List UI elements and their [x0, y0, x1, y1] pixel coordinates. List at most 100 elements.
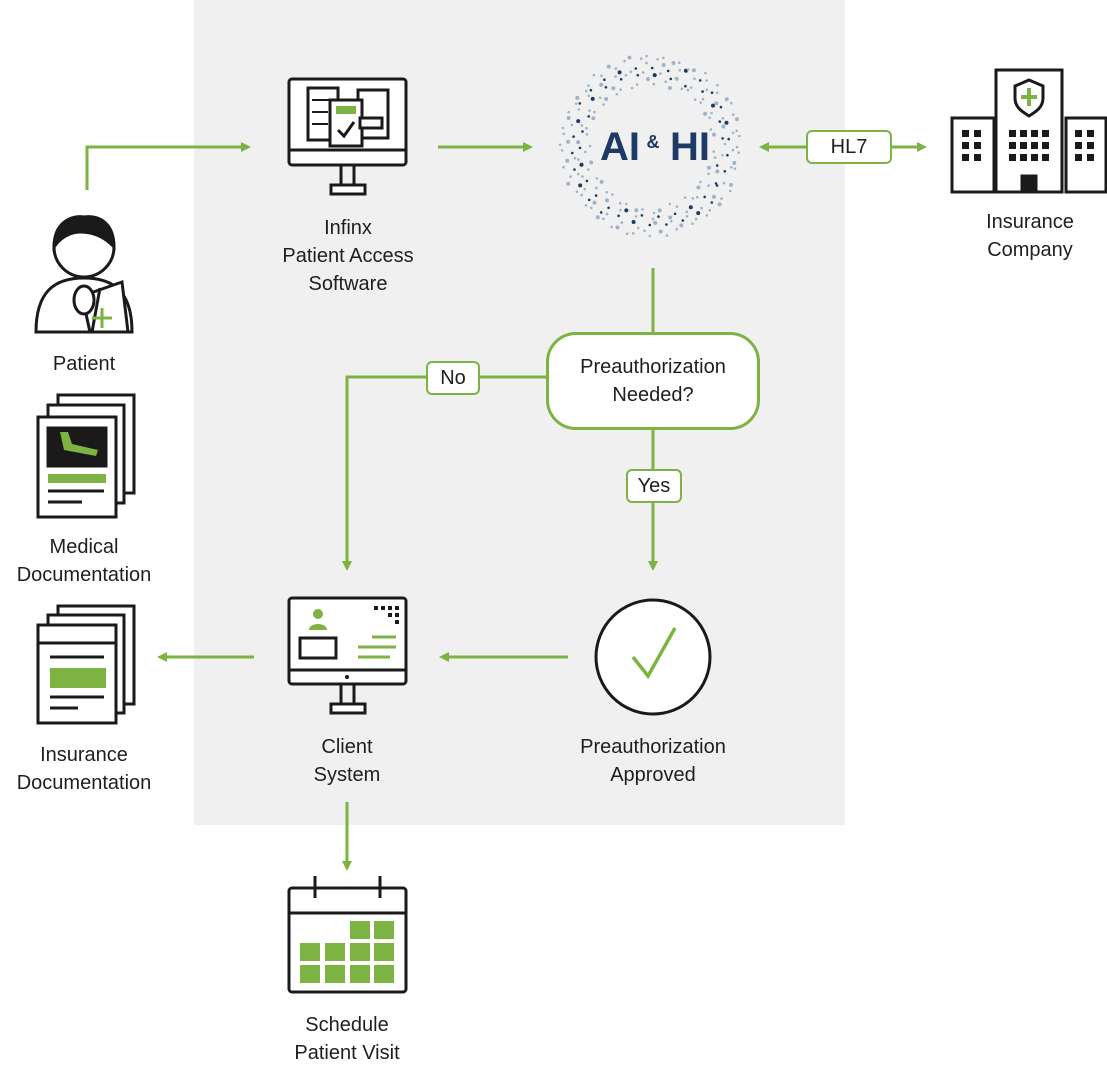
building-window — [1075, 142, 1082, 149]
ai-ring-dot — [631, 231, 635, 235]
hl7-tag: HL7 — [806, 130, 892, 164]
building-window — [1031, 130, 1038, 137]
ai-ring-dot — [611, 86, 616, 91]
ai-ring-dot — [634, 215, 638, 218]
calendar-day-cell — [325, 943, 345, 961]
ai-ring-dot — [714, 182, 718, 185]
ai-ring-dot — [715, 164, 719, 167]
calendar-day-cell — [350, 965, 370, 983]
ai-ring-dot — [732, 161, 737, 165]
building-window — [974, 154, 981, 161]
ai-ring-dot — [618, 201, 622, 205]
monitor-dot — [388, 613, 392, 617]
ai-ring-dot — [695, 195, 699, 199]
ai-ring-dot — [571, 151, 574, 155]
ai-ring-dot — [558, 143, 562, 147]
ai-ring-dot — [701, 97, 705, 101]
ai-ring-dot — [592, 200, 597, 205]
building-window — [1031, 154, 1038, 161]
ai-ring-dot — [584, 204, 588, 207]
ai-ring-dot — [598, 96, 602, 100]
ai-ring-dot — [718, 120, 722, 123]
ai-ring-dot — [684, 84, 687, 88]
ai-ring-dot — [685, 215, 689, 218]
ai-ring-dot — [624, 74, 628, 77]
ai-ring-dot — [729, 182, 733, 187]
ai-ring-dot — [703, 111, 708, 116]
monitor-dot — [395, 620, 399, 624]
ai-ring-dot — [600, 74, 603, 78]
ai-ring-dot — [688, 205, 693, 210]
client-monitor-icon — [287, 596, 408, 715]
ai-ring-dot — [591, 116, 596, 121]
building-window — [1042, 154, 1049, 161]
ai-ring-dot — [648, 234, 652, 238]
ai-ring-dot — [666, 69, 670, 73]
ai-ring-dot — [575, 95, 580, 100]
ai-ring-dot — [641, 208, 644, 211]
monitor-dot — [388, 606, 392, 610]
ai-ring-dot — [724, 120, 729, 125]
ai-ring-dot — [721, 137, 724, 140]
ai-ring-dot — [662, 56, 665, 60]
ai-ring-dot — [639, 57, 643, 60]
ai-ring-dot — [735, 145, 739, 149]
building-window — [974, 130, 981, 137]
ai-ring-dot — [703, 195, 706, 199]
ai-ring-dot — [619, 78, 623, 81]
building-window — [1031, 142, 1038, 149]
ai-ring-dot — [605, 212, 609, 216]
ai-ring-dot — [614, 75, 617, 78]
building-window — [962, 142, 969, 149]
ai-ring-dot — [599, 179, 604, 184]
ai-ring-dot — [705, 214, 709, 217]
patient-icon — [34, 215, 134, 334]
ai-ring-dot — [580, 124, 584, 127]
ai-ring-dot — [661, 63, 666, 67]
ai-ring-dot — [576, 119, 581, 124]
ai-ring-dot — [590, 96, 595, 101]
ai-ring-dot — [602, 103, 605, 106]
ai-ring-dot — [707, 184, 710, 187]
insurance-doc-icon — [36, 604, 136, 725]
ai-ring-dot — [704, 71, 707, 75]
ai-ring-dot — [694, 217, 698, 221]
ai-ring-dot — [599, 211, 603, 214]
ai-ring-dot — [617, 214, 620, 218]
ai-ring-dot — [561, 126, 565, 130]
ai-ring-dot — [567, 110, 570, 114]
building-window — [1009, 130, 1016, 137]
building-window — [1075, 154, 1082, 161]
ai-ring-dot — [604, 97, 609, 101]
ai-ring-dot — [683, 196, 687, 199]
ai-ring-dot — [587, 94, 590, 98]
ai-ring-dot — [643, 229, 646, 233]
building-window — [1087, 142, 1094, 149]
ai-ring-dot — [699, 180, 702, 184]
ai-ring-dot — [719, 105, 723, 109]
ai-text: AI — [600, 125, 640, 169]
ai-ring-dot — [709, 128, 713, 131]
building-window — [1009, 154, 1016, 161]
ai-ring-dot — [581, 130, 584, 133]
ai-ring-dot — [578, 146, 582, 150]
patient-label: Patient — [52, 353, 116, 375]
ai-ring-dot — [578, 102, 582, 105]
ai-ring-dot — [715, 184, 719, 187]
ai-ring-dot — [648, 223, 652, 227]
ai-ring-dot — [636, 226, 640, 230]
ai-ring-dot — [606, 64, 611, 69]
ai-ring-dot — [634, 208, 639, 213]
ai-ring-dot — [705, 79, 708, 82]
ai-ring-dot — [705, 88, 709, 92]
ai-ring-dot — [577, 108, 581, 111]
ai-ring-dot — [565, 158, 570, 163]
insurance-building-icon — [950, 68, 1107, 194]
building-window — [1020, 142, 1027, 149]
ai-ring-dot — [710, 201, 714, 204]
ai-ring-dot — [577, 158, 580, 161]
ai-ring-dot — [595, 186, 598, 190]
ai-ring-dot — [605, 191, 609, 194]
building-window — [962, 130, 969, 137]
ai-ring-dot — [602, 217, 605, 221]
